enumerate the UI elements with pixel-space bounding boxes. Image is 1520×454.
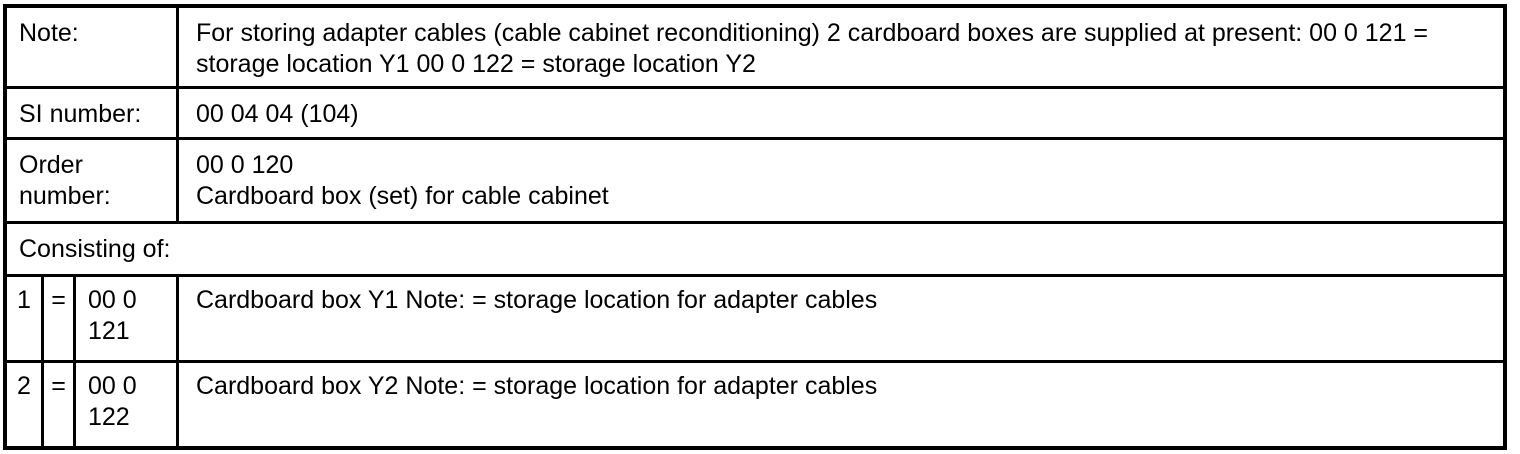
item-1-description: Cardboard box Y1 Note: = storage locatio… xyxy=(196,286,878,314)
item-1-part-number: 00 0 121 xyxy=(88,286,137,345)
item-1-part-number-cell: 00 0 121 xyxy=(76,277,179,360)
consisting-of-label-cell: Consisting of: xyxy=(7,224,1503,274)
si-number-value-cell: 00 04 04 (104) xyxy=(179,89,1503,137)
item-2-part-number: 00 0 122 xyxy=(88,372,137,431)
si-number-row: SI number: 00 04 04 (104) xyxy=(7,89,1503,140)
item-1-position: 1 xyxy=(17,286,31,314)
order-number-value-cell: 00 0 120 Cardboard box (set) for cable c… xyxy=(179,140,1503,221)
order-number-value: 00 0 120 xyxy=(196,151,294,179)
note-value: For storing adapter cables (cable cabine… xyxy=(196,19,1429,78)
item-1-description-cell: Cardboard box Y1 Note: = storage locatio… xyxy=(179,277,1503,360)
order-number-label-cell: Order number: xyxy=(7,140,179,221)
item-2-position-cell: 2 xyxy=(7,363,44,446)
note-value-cell: For storing adapter cables (cable cabine… xyxy=(179,8,1503,86)
item-2-position: 2 xyxy=(17,372,31,400)
item-row-1: 1 = 00 0 121 Cardboard box Y1 Note: = st… xyxy=(7,277,1503,363)
consisting-of-label: Consisting of: xyxy=(19,235,171,263)
item-row-2: 2 = 00 0 122 Cardboard box Y2 Note: = st… xyxy=(7,363,1503,446)
item-2-equals-sign: = xyxy=(51,372,66,400)
note-row: Note: For storing adapter cables (cable … xyxy=(7,8,1503,89)
note-label: Note: xyxy=(19,19,79,47)
si-number-label: SI number: xyxy=(19,100,142,128)
item-2-description-cell: Cardboard box Y2 Note: = storage locatio… xyxy=(179,363,1503,446)
order-number-description: Cardboard box (set) for cable cabinet xyxy=(196,182,609,210)
item-2-part-number-cell: 00 0 122 xyxy=(76,363,179,446)
note-label-cell: Note: xyxy=(7,8,179,86)
si-number-label-cell: SI number: xyxy=(7,89,179,137)
item-2-description: Cardboard box Y2 Note: = storage locatio… xyxy=(196,372,878,400)
order-number-row: Order number: 00 0 120 Cardboard box (se… xyxy=(7,140,1503,224)
consisting-of-row: Consisting of: xyxy=(7,224,1503,277)
si-number-value: 00 04 04 (104) xyxy=(196,100,359,128)
order-number-label: Order number: xyxy=(19,151,111,210)
parts-info-table: Note: For storing adapter cables (cable … xyxy=(3,4,1507,450)
item-1-position-cell: 1 xyxy=(7,277,44,360)
item-1-equals-sign: = xyxy=(51,286,66,314)
item-1-equals-cell: = xyxy=(44,277,76,360)
item-2-equals-cell: = xyxy=(44,363,76,446)
